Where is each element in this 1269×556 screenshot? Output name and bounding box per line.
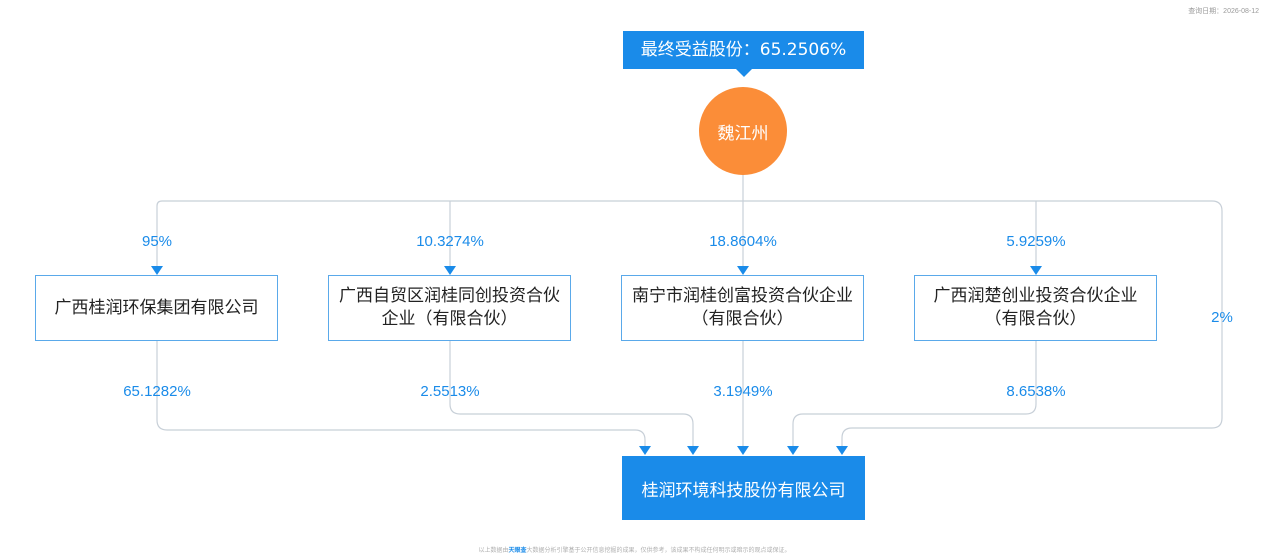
arrow-target-1 — [639, 446, 651, 455]
stake-shareholder-1-in-target: 65.1282% — [123, 383, 191, 400]
stake-shareholder-2-in-target: 2.5513% — [420, 383, 480, 400]
shareholder-name: 广西桂润环保集团有限公司 — [54, 297, 259, 318]
target-company-name: 桂润环境科技股份有限公司 — [641, 480, 846, 501]
tianyancha-logo-text: 天眼查 — [508, 547, 527, 554]
query-date: 查询日期：2026-08-12 — [1188, 8, 1259, 15]
shareholder-box-4[interactable]: 广西润楚创业投资合伙企业（有限合伙） — [914, 275, 1157, 341]
ultimate-beneficiary-label: 最终受益股份：65.2506% — [623, 31, 864, 69]
stake-shareholder-4-in-target: 8.6538% — [1006, 383, 1066, 400]
connector-shareholder-4-to-target — [792, 341, 1037, 448]
shareholder-box-2[interactable]: 广西自贸区润桂同创投资合伙企业（有限合伙） — [328, 275, 571, 341]
target-company-box[interactable]: 桂润环境科技股份有限公司 — [622, 456, 865, 520]
arrow-target-5 — [836, 446, 848, 455]
shareholder-box-1[interactable]: 广西桂润环保集团有限公司 — [35, 275, 278, 341]
connector-shareholder-2-to-target — [449, 341, 694, 448]
arrow-target-2 — [687, 446, 699, 455]
direct-stake: 2% — [1211, 309, 1233, 326]
shareholder-name: 广西自贸区润桂同创投资合伙企业（有限合伙） — [339, 286, 560, 329]
arrow-target-3 — [737, 446, 749, 455]
ubo-pointer — [736, 69, 752, 77]
shareholder-name: 南宁市润桂创富投资合伙企业（有限合伙） — [632, 286, 853, 329]
connector-shareholder-1-to-target — [156, 341, 646, 448]
arrow-to-shareholder-2 — [444, 266, 456, 275]
person-name: 魏江州 — [717, 123, 769, 144]
arrow-to-shareholder-1 — [151, 266, 163, 275]
arrow-to-shareholder-3 — [737, 266, 749, 275]
person-node[interactable]: 魏江州 — [699, 87, 787, 175]
shareholder-name: 广西润楚创业投资合伙企业（有限合伙） — [933, 286, 1138, 329]
shareholder-box-3[interactable]: 南宁市润桂创富投资合伙企业（有限合伙） — [621, 275, 864, 341]
stake-shareholder-3-in-target: 3.1949% — [713, 383, 773, 400]
arrow-target-4 — [787, 446, 799, 455]
stake-person-to-shareholder-2: 10.3274% — [416, 233, 484, 250]
footer-disclaimer: 以上数据由天眼查大数据分析引擎基于公开信息挖掘的成果，仅供参考，该成果不构成任何… — [0, 545, 1269, 554]
stake-person-to-shareholder-4: 5.9259% — [1006, 233, 1066, 250]
arrow-to-shareholder-4 — [1030, 266, 1042, 275]
connector-to-shareholder-1 — [156, 200, 163, 268]
connector-horizontal-bus — [162, 200, 1223, 448]
stake-person-to-shareholder-1: 95% — [141, 233, 173, 250]
footer-suffix: 大数据分析引擎基于公开信息挖掘的成果，仅供参考，该成果不构成任何明示或暗示的观点… — [526, 547, 791, 554]
footer-prefix: 以上数据由 — [478, 547, 509, 554]
stake-person-to-shareholder-3: 18.8604% — [709, 233, 777, 250]
